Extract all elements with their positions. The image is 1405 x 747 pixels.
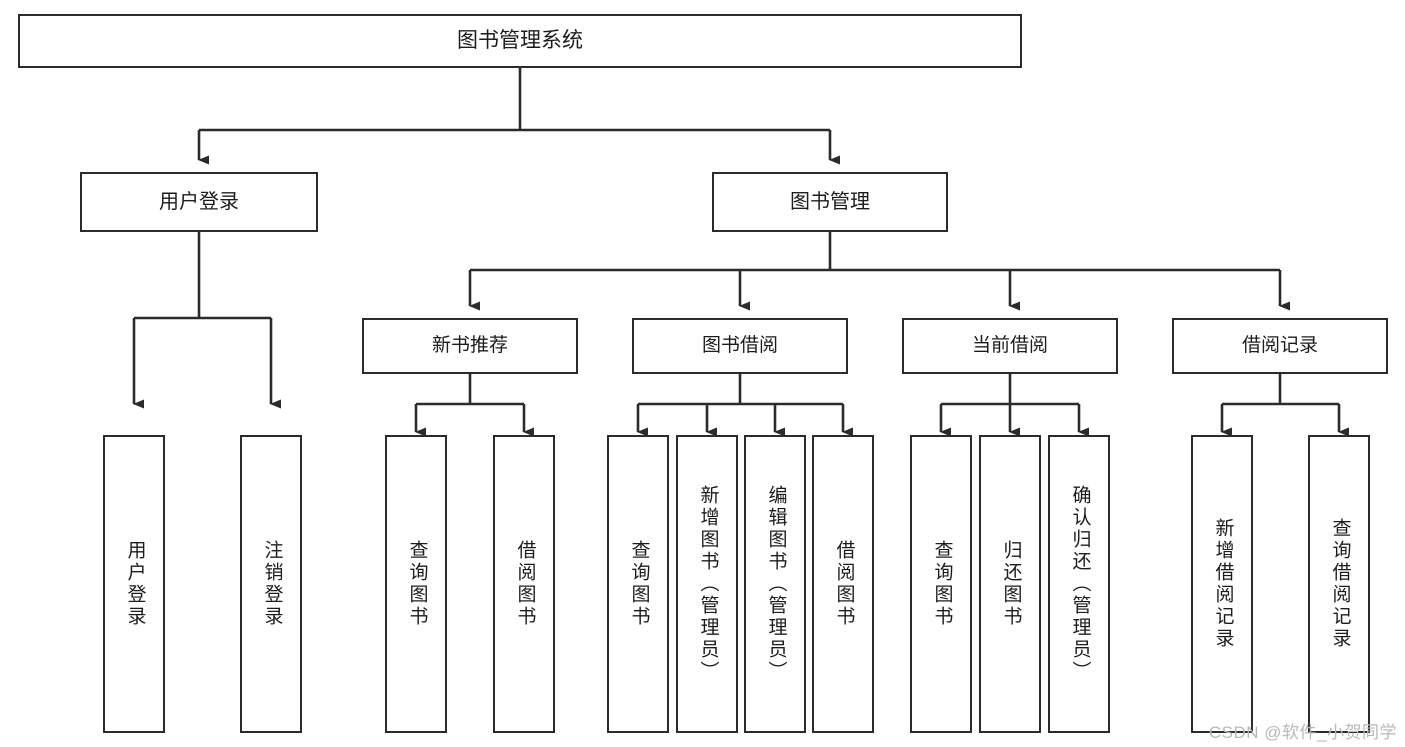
node-label: 图书管理 <box>790 190 870 213</box>
node-new-book-recommend[interactable]: 新书推荐 <box>362 318 578 374</box>
leaf-user-login-logout[interactable]: 注销登录 <box>240 435 302 733</box>
node-label: 查询图书 <box>628 540 650 628</box>
leaf-new-book-borrow[interactable]: 借阅图书 <box>493 435 555 733</box>
node-label: 借阅图书 <box>833 540 855 628</box>
node-label: 新增图书（管理员） <box>697 485 719 683</box>
node-label: 借阅图书 <box>514 540 536 628</box>
node-user-login[interactable]: 用户登录 <box>80 172 318 232</box>
node-root-system[interactable]: 图书管理系统 <box>18 14 1022 68</box>
edges-bookmgmt-to-level3 <box>468 232 1290 311</box>
edges-borrow-to-leaves <box>636 374 853 437</box>
leaf-current-query-book[interactable]: 查询图书 <box>910 435 972 733</box>
node-borrow-record[interactable]: 借阅记录 <box>1172 318 1388 374</box>
node-current-borrow[interactable]: 当前借阅 <box>902 318 1118 374</box>
node-label: 用户登录 <box>159 190 239 213</box>
edges-userlogin-to-leaves <box>132 232 281 409</box>
leaf-current-return-book[interactable]: 归还图书 <box>979 435 1041 733</box>
leaf-borrow-borrow-book[interactable]: 借阅图书 <box>812 435 874 733</box>
node-book-borrow[interactable]: 图书借阅 <box>632 318 848 374</box>
leaf-new-book-query[interactable]: 查询图书 <box>385 435 447 733</box>
leaf-borrow-edit-book-admin[interactable]: 编辑图书（管理员） <box>744 435 806 733</box>
edges-root-to-level2 <box>197 68 840 165</box>
node-label: 当前借阅 <box>971 335 1048 357</box>
node-label: 确认归还（管理员） <box>1069 485 1091 683</box>
leaf-borrow-add-book-admin[interactable]: 新增图书（管理员） <box>676 435 738 733</box>
leaf-user-login-login[interactable]: 用户登录 <box>103 435 165 733</box>
node-label: 查询借阅记录 <box>1329 518 1351 650</box>
node-label: 查询图书 <box>406 540 428 628</box>
edges-record-to-leaves <box>1220 374 1349 437</box>
leaf-borrow-query-book[interactable]: 查询图书 <box>607 435 669 733</box>
leaf-record-query-record[interactable]: 查询借阅记录 <box>1308 435 1370 733</box>
node-label: 图书借阅 <box>701 335 778 357</box>
node-label: 图书管理系统 <box>457 28 583 52</box>
node-label: 查询图书 <box>931 540 953 628</box>
node-label: 新书推荐 <box>431 335 508 357</box>
leaf-current-confirm-return-admin[interactable]: 确认归还（管理员） <box>1048 435 1110 733</box>
node-label: 用户登录 <box>124 540 146 628</box>
edges-newbook-to-leaves <box>414 374 534 437</box>
node-label: 归还图书 <box>1000 540 1022 628</box>
node-label: 新增借阅记录 <box>1212 518 1234 650</box>
node-label: 借阅记录 <box>1241 335 1318 357</box>
edges-current-to-leaves <box>939 374 1089 437</box>
leaf-record-add-record[interactable]: 新增借阅记录 <box>1191 435 1253 733</box>
node-book-management[interactable]: 图书管理 <box>712 172 948 232</box>
node-label: 注销登录 <box>261 540 283 628</box>
node-label: 编辑图书（管理员） <box>765 485 787 683</box>
